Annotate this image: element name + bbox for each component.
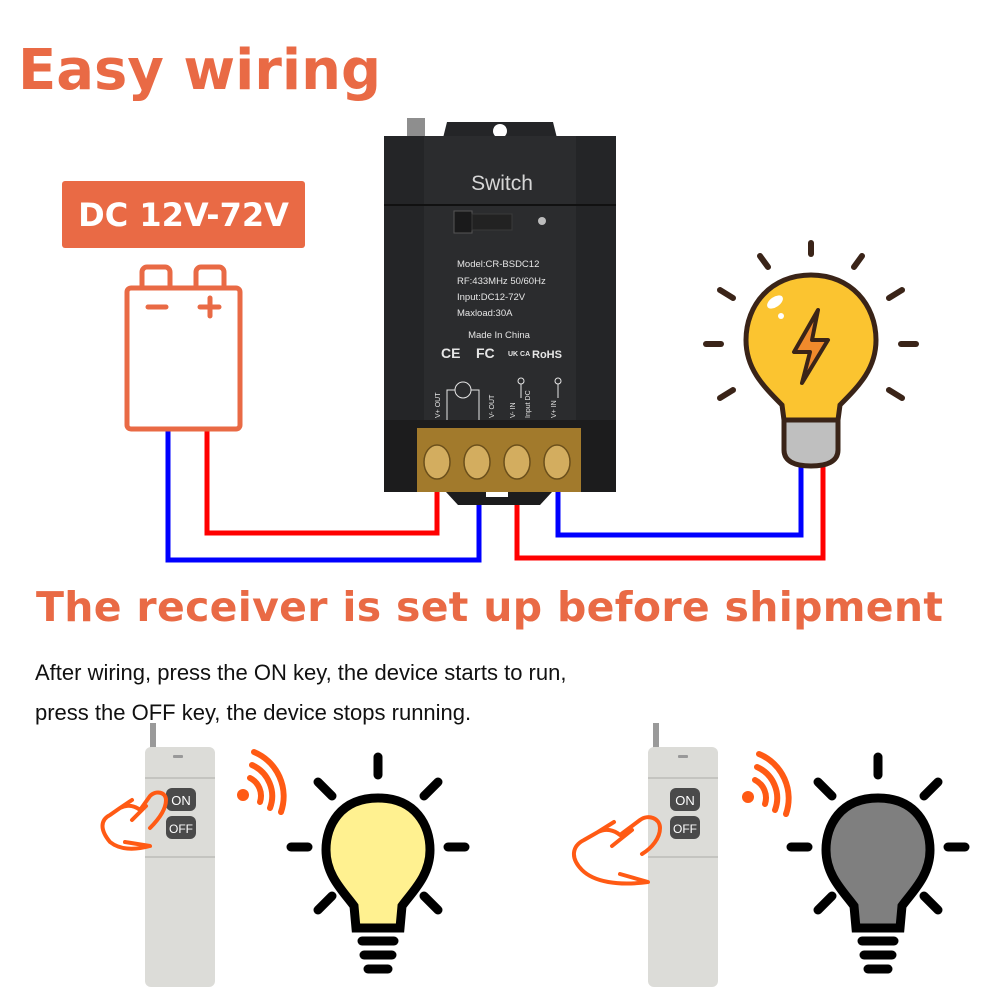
antenna-connector [407, 118, 425, 138]
switch-receiver: Switch Model:CR-BSDC12 RF:433MHz 50/60Hz… [384, 118, 616, 505]
terminal-labels: V+ OUT V- OUT V- IN Input DC V+ IN [435, 390, 558, 418]
description-line-2: press the OFF key, the device stops runn… [35, 700, 472, 725]
bulb-off-icon [786, 752, 970, 974]
terminal-label: V- OUT [489, 394, 496, 418]
device-specs: Model:CR-BSDC12 RF:433MHz 50/60Hz Input:… [457, 259, 546, 341]
ukca-mark: UK CA [508, 351, 530, 358]
wires [165, 428, 826, 563]
terminal-screw[interactable] [543, 444, 571, 480]
on-key[interactable] [166, 788, 196, 811]
on-key-label: ON [675, 793, 695, 808]
spec-line: Model:CR-BSDC12 [457, 259, 539, 270]
spec-line: RF:433MHz 50/60Hz [457, 276, 546, 287]
description-line-1: After wiring, press the ON key, the devi… [35, 660, 567, 685]
ce-mark: CE [441, 345, 460, 361]
bulb-on-icon [286, 752, 470, 974]
terminal-label: V+ IN [551, 400, 558, 418]
terminal-screw[interactable] [503, 444, 531, 480]
off-key[interactable] [166, 816, 196, 839]
remote-control: ON OFF [648, 723, 718, 987]
hand-pointer-icon [572, 815, 662, 886]
signal-waves-icon [742, 751, 792, 817]
fc-mark: FC [476, 345, 495, 361]
wire-battery-positive [204, 428, 440, 536]
lamp-icon [703, 240, 919, 469]
origin-label: Made In China [468, 330, 531, 341]
dip-switch[interactable] [453, 210, 473, 234]
terminal-screws [423, 444, 571, 480]
terminal-label: Input DC [525, 390, 532, 418]
hand-pointer-icon [100, 790, 168, 851]
on-key[interactable] [670, 788, 700, 811]
off-key-label: OFF [169, 822, 193, 836]
off-key[interactable] [670, 816, 700, 839]
rohs-mark: RoHS [532, 349, 562, 361]
status-led [538, 217, 546, 225]
page-title: Easy wiring [18, 38, 382, 103]
wire-battery-negative [165, 428, 482, 563]
device-brand-label: Switch [471, 172, 533, 195]
section-title: The receiver is set up before shipment [36, 583, 944, 631]
voltage-badge: DC 12V-72V [62, 181, 305, 248]
demo-off: ON OFF [572, 723, 970, 987]
wiring-diagram: Switch Model:CR-BSDC12 RF:433MHz 50/60Hz… [124, 118, 919, 563]
demo-on: ON OFF [100, 723, 470, 987]
terminal-screw[interactable] [423, 444, 451, 480]
spec-line: Input:DC12-72V [457, 292, 526, 303]
terminal-label: V- IN [510, 402, 517, 418]
wire-lamp-positive [514, 465, 826, 561]
cert-marks: CE FC UK CA RoHS [441, 345, 562, 361]
on-key-label: ON [171, 793, 191, 808]
spec-line: Maxload:30A [457, 308, 513, 319]
signal-waves-icon [237, 749, 287, 815]
load-symbol [446, 377, 562, 420]
terminal-screw[interactable] [463, 444, 491, 480]
wire-lamp-negative [555, 465, 804, 538]
terminal-label: V+ OUT [435, 392, 442, 418]
remote-control: ON OFF [145, 723, 215, 987]
off-key-label: OFF [673, 822, 697, 836]
battery-icon [124, 264, 243, 432]
